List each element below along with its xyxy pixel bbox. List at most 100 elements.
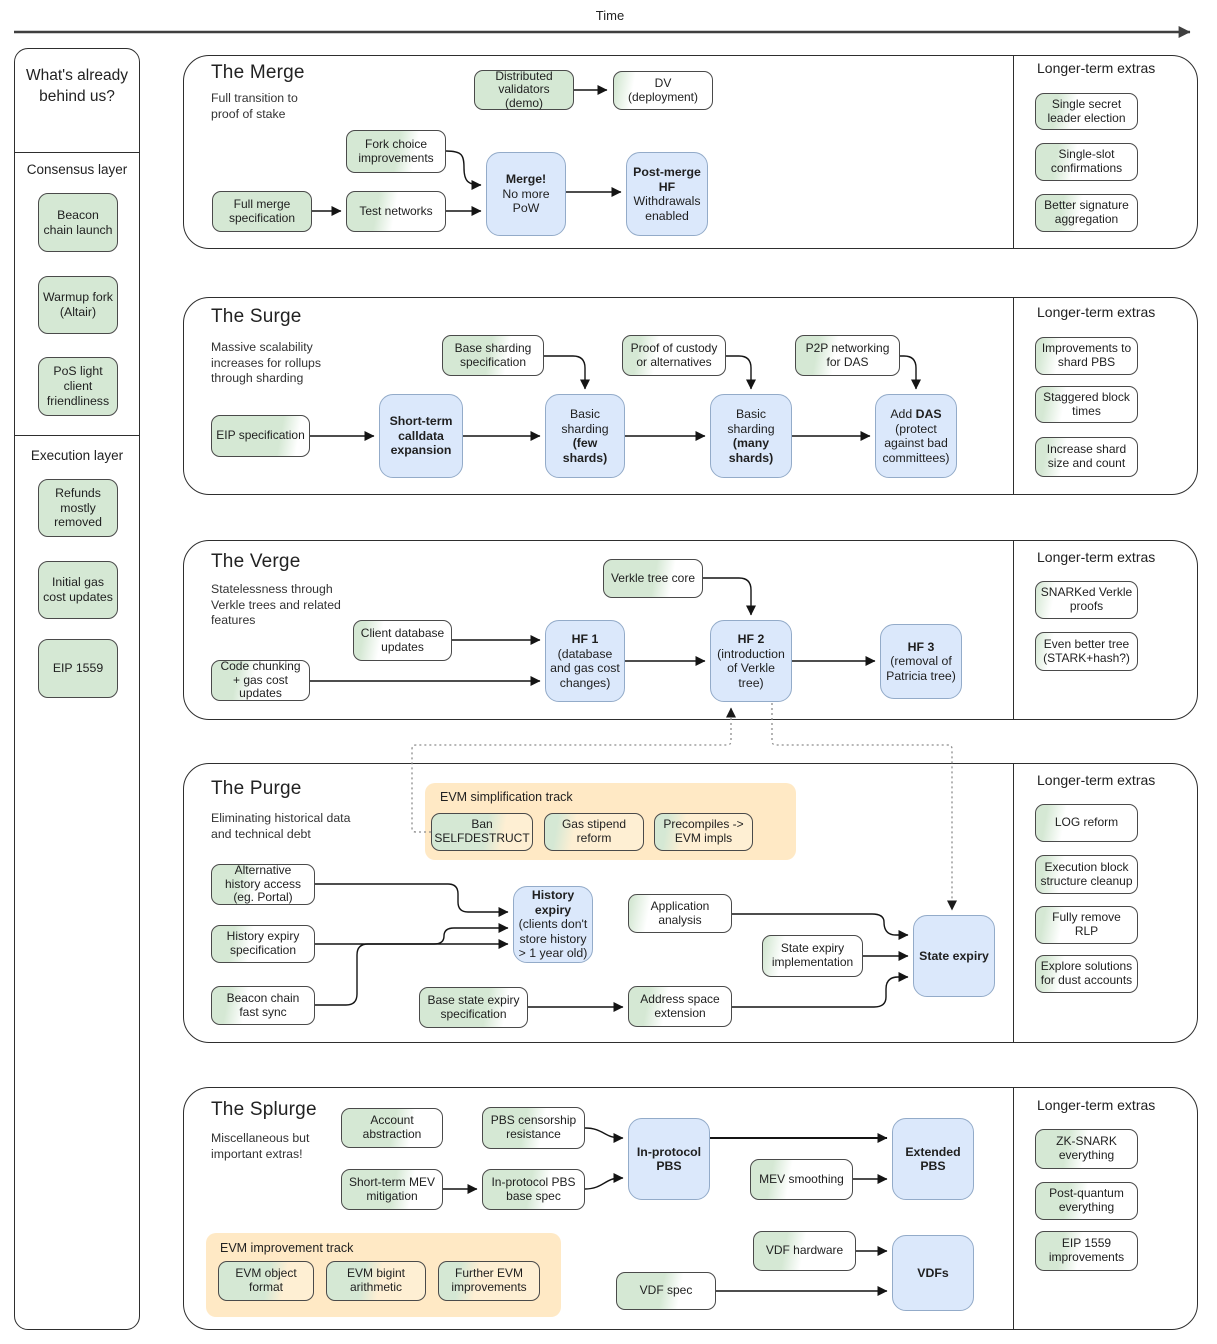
- sidebar-item-label: Beacon chain launch: [43, 207, 113, 237]
- task-label: EVM bigint arithmetic: [346, 1266, 406, 1294]
- task-base-state-expiry-specification: Base state expiry specification: [419, 987, 528, 1028]
- task-label: Single secret leader election: [1047, 96, 1126, 125]
- milestone-title: (few shards): [562, 436, 608, 465]
- sidebar-item-warmup-fork: Warmup fork (Altair): [38, 276, 118, 334]
- task-label: Explore solutions for dust accounts: [1040, 959, 1133, 987]
- milestone-title: In-protocol PBS: [636, 1144, 702, 1174]
- time-axis-label: Time: [595, 8, 625, 23]
- task-label: Fork choice improvements: [358, 136, 434, 165]
- task-gas-stipend-reform: Gas stipend reform: [544, 813, 644, 851]
- milestone-post-merge-hf: Post-merge HF Withdrawals enabled: [626, 152, 708, 236]
- extra-explore-solutions-for-dust-accounts: Explore solutions for dust accounts: [1035, 955, 1138, 993]
- task-short-term-mev-mitigation: Short-term MEV mitigation: [341, 1169, 443, 1210]
- task-code-chunking: Code chunking + gas cost updates: [211, 659, 310, 701]
- purge-extras-divider: [1013, 763, 1015, 1043]
- sidebar-heading-consensus: Consensus layer: [26, 162, 128, 177]
- milestone-title: Extended PBS: [905, 1144, 961, 1174]
- task-mev-smoothing: MEV smoothing: [750, 1159, 853, 1200]
- milestone-basic-sharding-many-shards: Basic sharding (many shards): [710, 394, 792, 478]
- task-label: Fully remove RLP: [1052, 910, 1121, 938]
- task-distributed-validators: Distributed validators (demo): [474, 68, 574, 110]
- extra-execution-block-structure-cleanup: Execution block structure cleanup: [1035, 855, 1138, 894]
- extra-single-slot-confirmations: Single-slot confirmations: [1035, 143, 1138, 181]
- task-vdf-hardware: VDF hardware: [753, 1231, 856, 1271]
- milestone-hf1: HF 1 (database and gas cost changes): [545, 620, 625, 702]
- surge-title: The Surge: [211, 306, 302, 327]
- extra-eip-1559-improvements: EIP 1559 improvements: [1035, 1231, 1138, 1271]
- task-label: Even better tree (STARK+hash?): [1043, 636, 1130, 665]
- task-label: Code chunking + gas cost updates: [220, 659, 301, 701]
- task-precompiles-to-evm-impls: Precompiles -> EVM impls: [654, 813, 753, 851]
- task-label: Test networks: [359, 203, 433, 218]
- task-label: Distributed validators (demo): [495, 68, 553, 110]
- task-vdf-spec: VDF spec: [616, 1272, 716, 1310]
- splurge-extras-divider: [1013, 1087, 1015, 1330]
- task-label: PBS censorship resistance: [490, 1113, 577, 1141]
- milestone-merge: Merge! No more PoW: [486, 152, 566, 236]
- milestone-title: (many shards): [728, 436, 774, 465]
- extra-post-quantum-everything: Post-quantum everything: [1035, 1182, 1138, 1220]
- verge-extras-title: Longer-term extras: [1037, 549, 1156, 565]
- task-p2p-networking-for-das: P2P networking for DAS: [795, 335, 900, 376]
- milestone-title: HF 2: [737, 632, 765, 646]
- purge-extras-title: Longer-term extras: [1037, 772, 1156, 788]
- extra-even-better-tree: Even better tree (STARK+hash?): [1035, 632, 1138, 671]
- purge-title: The Purge: [211, 778, 302, 799]
- milestone-short-term-calldata-expansion: Short-term calldata expansion: [379, 394, 463, 478]
- task-label: Short-term MEV mitigation: [348, 1174, 435, 1203]
- sidebar-item-label: Warmup fork (Altair): [43, 290, 113, 319]
- milestone-hf2: HF 2 (introduction of Verkle tree): [710, 620, 792, 702]
- task-label: Execution block structure cleanup: [1040, 859, 1133, 888]
- evm-simplification-track-label: EVM simplification track: [440, 790, 573, 804]
- task-label: Gas stipend reform: [561, 817, 627, 845]
- task-label: Beacon chain fast sync: [226, 990, 300, 1019]
- milestone-title: State expiry: [919, 948, 989, 963]
- splurge-title: The Splurge: [211, 1099, 317, 1120]
- task-label: Precompiles -> EVM impls: [663, 817, 744, 845]
- milestone-subtext: (protect against bad committees): [882, 421, 950, 465]
- milestone-subtext: (clients don't store history > 1 year ol…: [518, 917, 588, 961]
- task-pbs-censorship-resistance: PBS censorship resistance: [482, 1107, 585, 1149]
- milestone-in-protocol-pbs: In-protocol PBS: [628, 1118, 710, 1200]
- task-verkle-tree-core: Verkle tree core: [603, 559, 703, 598]
- task-label: State expiry implementation: [771, 941, 854, 969]
- milestone-title: HF 1: [571, 632, 599, 646]
- milestone-text: Basic sharding: [561, 407, 609, 436]
- milestone-title: History expiry: [531, 888, 575, 917]
- task-label: EIP specification: [216, 428, 305, 443]
- sidebar-item-initial-gas-cost: Initial gas cost updates: [38, 561, 118, 619]
- task-client-database-updates: Client database updates: [353, 620, 452, 661]
- task-label: Alternative history access (eg. Portal): [224, 863, 302, 905]
- task-alternative-history-access: Alternative history access (eg. Portal): [211, 863, 315, 905]
- task-label: Base state expiry specification: [427, 992, 520, 1021]
- verge-title: The Verge: [211, 551, 301, 572]
- task-further-evm-improvements: Further EVM improvements: [438, 1261, 540, 1301]
- milestone-extended-pbs: Extended PBS: [892, 1118, 974, 1200]
- task-label: MEV smoothing: [759, 1171, 844, 1186]
- task-label: Address space extension: [640, 991, 720, 1020]
- task-evm-bigint-arithmetic: EVM bigint arithmetic: [326, 1261, 426, 1301]
- sidebar-item-refunds-removed: Refunds mostly removed: [38, 479, 118, 537]
- task-label: Verkle tree core: [610, 570, 696, 585]
- task-label: Ban SELFDESTRUCT: [434, 817, 530, 845]
- sidebar-divider-2: [14, 435, 140, 437]
- extra-improvements-to-shard-pbs: Improvements to shard PBS: [1035, 337, 1138, 375]
- task-base-sharding-specification: Base sharding specification: [442, 335, 544, 376]
- task-label: Staggered block times: [1043, 389, 1130, 418]
- milestone-text: Basic sharding: [727, 407, 775, 436]
- milestone-subtext: (introduction of Verkle tree): [717, 646, 785, 690]
- task-history-expiry-specification: History expiry specification: [211, 925, 315, 963]
- surge-section-frame: [183, 297, 1198, 495]
- merge-extras-title: Longer-term extras: [1037, 60, 1156, 76]
- milestone-line: Add DAS: [890, 407, 941, 422]
- milestone-subtext: (removal of Patricia tree): [886, 654, 956, 683]
- sidebar-item-label: Refunds mostly removed: [54, 485, 102, 530]
- task-label: Account abstraction: [362, 1113, 422, 1141]
- extra-zk-snark-everything: ZK-SNARK everything: [1035, 1129, 1138, 1169]
- task-label: Single-slot confirmations: [1050, 147, 1123, 175]
- task-label: ZK-SNARK everything: [1056, 1134, 1117, 1162]
- task-eip-specification: EIP specification: [211, 415, 310, 457]
- task-label: Full merge specification: [228, 196, 296, 225]
- milestone-subtext: (database and gas cost changes): [550, 646, 620, 690]
